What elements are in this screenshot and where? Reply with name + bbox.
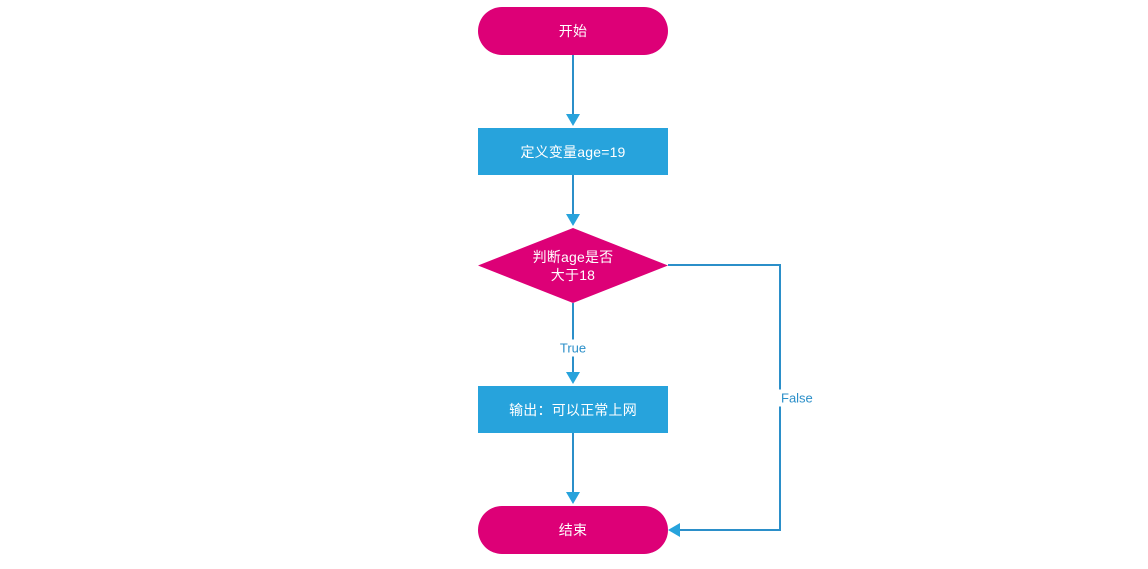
node-end-shape[interactable] bbox=[478, 506, 668, 554]
node-output-shape[interactable] bbox=[478, 386, 668, 433]
connector-layer bbox=[566, 55, 781, 537]
node-define-var-shape[interactable] bbox=[478, 128, 668, 175]
edge-label-false: False bbox=[778, 389, 816, 407]
edge-decision-false bbox=[668, 264, 781, 537]
edge-label-true: True bbox=[556, 339, 590, 357]
edge-start-to-define bbox=[566, 55, 580, 126]
node-layer bbox=[478, 7, 668, 554]
node-decision-shape[interactable] bbox=[478, 228, 668, 303]
edge-define-to-decision bbox=[566, 175, 580, 226]
edge-output-to-end bbox=[566, 433, 580, 504]
node-start-shape[interactable] bbox=[478, 7, 668, 55]
